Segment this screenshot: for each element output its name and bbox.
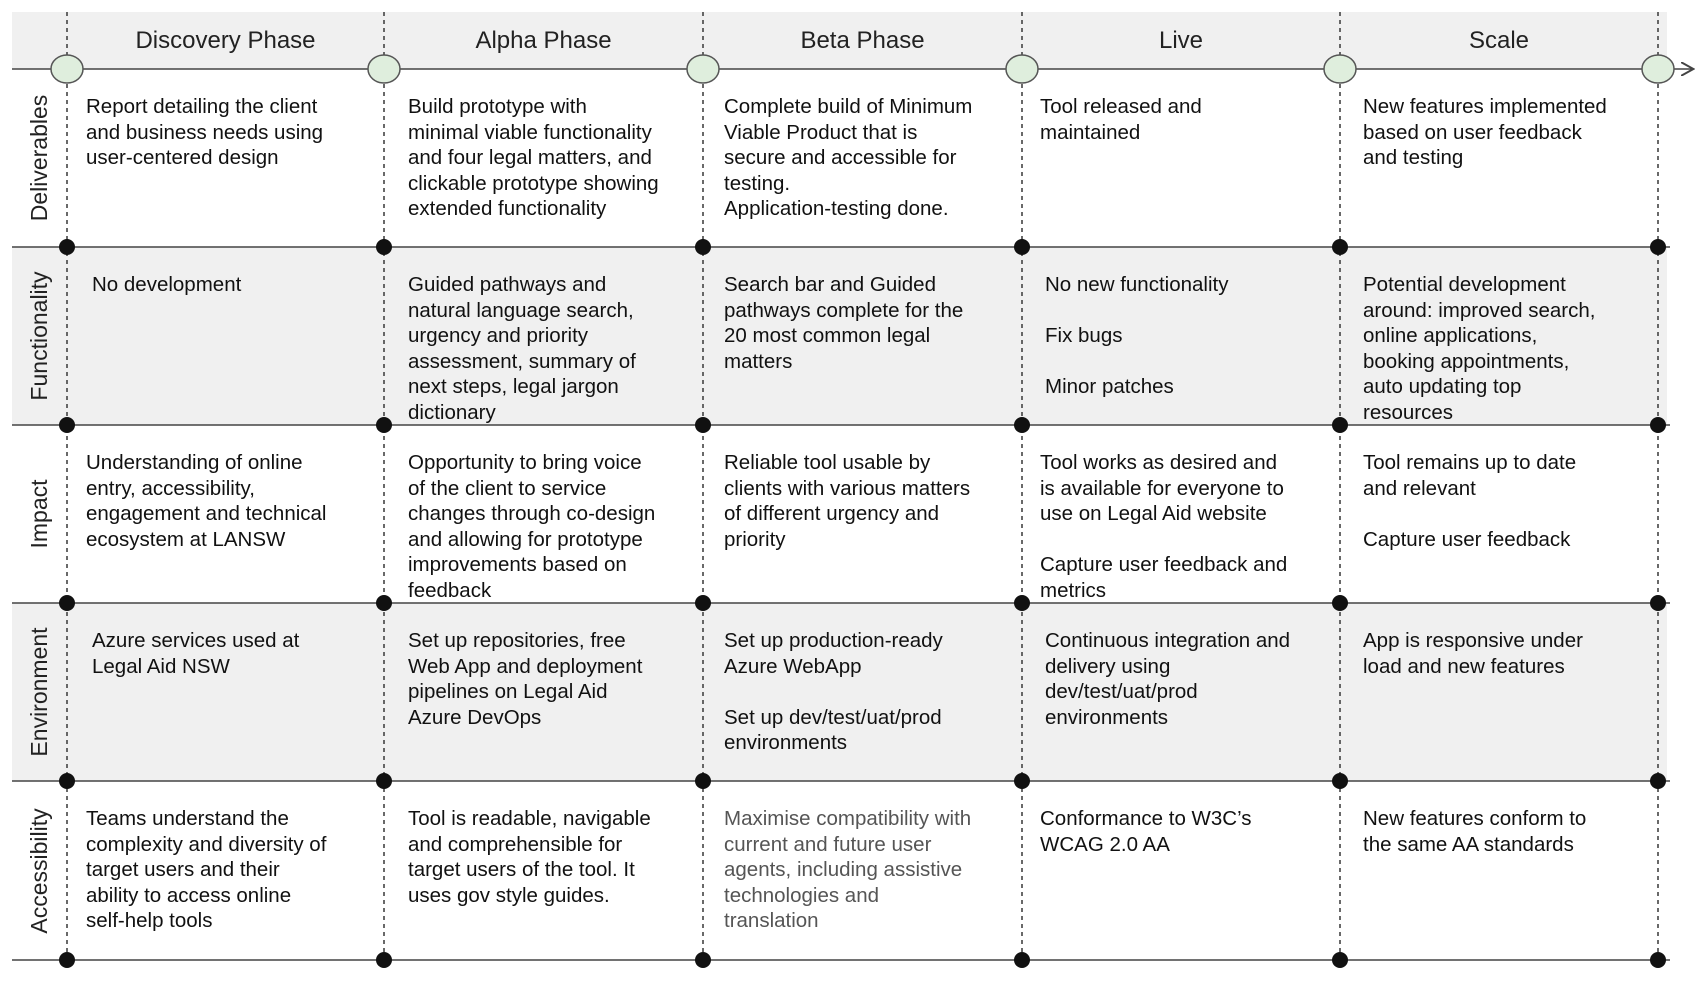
phase-header-1: Discovery Phase — [135, 27, 316, 54]
cell-environment-2: Set up repositories, free Web App and de… — [408, 629, 643, 729]
grid-junction-dot — [1332, 417, 1348, 433]
row-label-environment: Environment — [26, 627, 52, 757]
grid-junction-dot — [1650, 595, 1666, 611]
grid-junction-dot — [376, 952, 392, 968]
grid-junction-dot — [1332, 952, 1348, 968]
phase-header-2: Alpha Phase — [475, 27, 612, 54]
grid-junction-dot — [59, 239, 75, 255]
cell-deliverables-3: Complete build of Minimum Viable Product… — [724, 95, 973, 221]
grid-junction-dot — [59, 417, 75, 433]
phase-header-3: Beta Phase — [800, 27, 925, 54]
cell-impact-4: Tool works as desired and is available f… — [1040, 451, 1288, 602]
cell-functionality-1: No development — [92, 273, 242, 296]
grid-junction-dot — [695, 595, 711, 611]
grid-junction-dot — [1014, 417, 1030, 433]
grid-junction-dot — [1650, 417, 1666, 433]
cell-accessibility-4: Conformance to W3C’s WCAG 2.0 AA — [1040, 807, 1252, 856]
grid-junction-dot — [59, 773, 75, 789]
cell-deliverables-2: Build prototype with minimal viable func… — [408, 95, 659, 221]
cell-impact-3: Reliable tool usable by clients with var… — [724, 451, 971, 551]
phase-header-5: Scale — [1468, 27, 1530, 54]
grid-junction-dot — [1014, 773, 1030, 789]
cell-impact-2: Opportunity to bring voice of the client… — [408, 451, 656, 602]
cell-environment-5: App is responsive under load and new fea… — [1363, 629, 1583, 678]
phase-milestone-node — [367, 54, 401, 84]
phase-milestone-node — [50, 54, 84, 84]
grid-junction-dot — [1332, 595, 1348, 611]
grid-junction-dot — [695, 952, 711, 968]
row-label-impact: Impact — [26, 479, 52, 549]
cell-deliverables-5: New features implemented based on user f… — [1363, 95, 1607, 170]
cell-impact-5: Tool remains up to date and relevant Cap… — [1363, 451, 1577, 551]
grid-junction-dot — [376, 417, 392, 433]
cell-functionality-4: No new functionality Fix bugs Minor patc… — [1045, 273, 1229, 399]
phase-milestone-node — [1641, 54, 1675, 84]
cell-deliverables-1: Report detailing the client and business… — [86, 95, 324, 170]
grid-junction-dot — [376, 773, 392, 789]
grid-junction-dot — [1650, 773, 1666, 789]
cell-deliverables-4: Tool released and maintained — [1040, 95, 1202, 144]
grid-junction-dot — [1014, 952, 1030, 968]
phase-milestone-node — [686, 54, 720, 84]
grid-junction-dot — [1650, 952, 1666, 968]
cell-impact-1: Understanding of online entry, accessibi… — [86, 451, 327, 551]
row-label-functionality: Functionality — [26, 271, 52, 401]
grid-junction-dot — [59, 952, 75, 968]
grid-junction-dot — [376, 239, 392, 255]
cell-functionality-3: Search bar and Guided pathways complete … — [724, 273, 964, 373]
phase-milestone-node — [1005, 54, 1039, 84]
environment-band — [12, 603, 1667, 781]
row-label-accessibility: Accessibility — [26, 807, 52, 934]
grid-junction-dot — [695, 417, 711, 433]
phase-milestone-node — [1323, 54, 1357, 84]
phase-header-4: Live — [1158, 27, 1204, 54]
grid-junction-dot — [59, 595, 75, 611]
cell-environment-1: Azure services used at Legal Aid NSW — [92, 629, 300, 678]
grid-junction-dot — [1014, 239, 1030, 255]
cell-environment-4: Continuous integration and delivery usin… — [1045, 629, 1291, 729]
grid-junction-dot — [376, 595, 392, 611]
grid-junction-dot — [695, 773, 711, 789]
grid-junction-dot — [1014, 595, 1030, 611]
grid-junction-dot — [1650, 239, 1666, 255]
header-band — [12, 12, 1667, 69]
cell-functionality-5: Potential development around: improved s… — [1363, 273, 1596, 424]
cell-accessibility-5: New features conform to the same AA stan… — [1363, 807, 1587, 856]
cell-accessibility-2: Tool is readable, navigable and comprehe… — [408, 807, 651, 907]
row-label-deliverables: Deliverables — [26, 94, 52, 222]
grid-junction-dot — [1332, 239, 1348, 255]
cell-accessibility-1: Teams understand the complexity and dive… — [86, 807, 327, 933]
cell-functionality-2: Guided pathways and natural language sea… — [408, 273, 636, 424]
cell-environment-3: Set up production-ready Azure WebApp Set… — [724, 629, 943, 755]
grid-junction-dot — [1332, 773, 1348, 789]
grid-junction-dot — [695, 239, 711, 255]
functionality-band — [12, 247, 1667, 425]
cell-accessibility-3: Maximise compatibility with current and … — [724, 807, 972, 933]
